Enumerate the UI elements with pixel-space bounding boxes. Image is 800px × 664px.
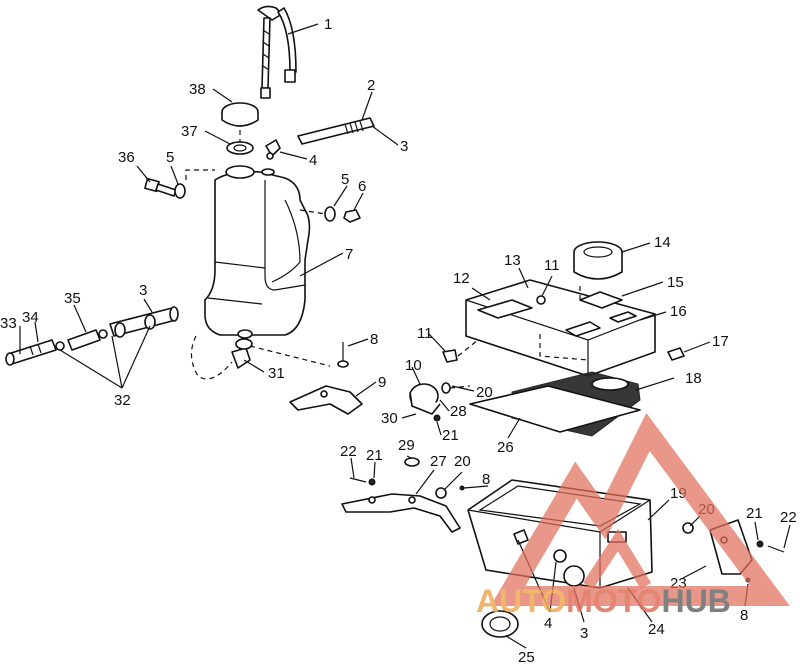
- callout-label: 3: [580, 625, 588, 642]
- watermark-inner-triangle: [582, 528, 652, 590]
- callout-label: 7: [345, 246, 353, 263]
- callout-label: 4: [544, 615, 552, 632]
- callout-label: 24: [648, 621, 665, 638]
- part-gasket: [469, 385, 641, 433]
- callout-label: 21: [746, 505, 763, 522]
- part-clip-17: [667, 347, 685, 361]
- callout-label: 8: [740, 607, 748, 624]
- callout-label: 22: [780, 509, 797, 526]
- callout-label: 38: [189, 81, 206, 98]
- part-grommet: [481, 610, 519, 638]
- callout-label: 8: [482, 471, 490, 488]
- callouts: 1 2 3 38 37 4 36 5 5 6 7 35 3 33 34 32 8…: [0, 16, 797, 664]
- callout-label: 37: [181, 123, 198, 140]
- callout-label: 26: [497, 439, 514, 456]
- callout-label: 1: [324, 16, 332, 33]
- watermark-triangle: [490, 412, 790, 606]
- callout-label: 13: [504, 252, 521, 269]
- callout-label: 9: [378, 374, 386, 391]
- callout-label: 8: [370, 331, 378, 348]
- callout-label: 15: [667, 274, 684, 291]
- callout-label: 17: [712, 333, 729, 350]
- callout-label: 11: [417, 325, 433, 342]
- callout-label: 29: [398, 437, 415, 454]
- part-fitting-11: [442, 349, 458, 363]
- part-dipstick: [257, 5, 297, 99]
- callout-label: 18: [685, 370, 702, 387]
- callout-label: 20: [454, 453, 471, 470]
- part-bracket-9: [289, 385, 363, 415]
- callout-label: 32: [114, 392, 131, 409]
- watermark-logo: AUTOMOTOHUB: [476, 412, 790, 619]
- part-bolt-left: [144, 177, 186, 199]
- callout-label: 5: [341, 171, 349, 188]
- callout-label: 22: [340, 443, 357, 460]
- callout-label: 14: [654, 234, 671, 251]
- part-washer-29: [404, 457, 420, 467]
- watermark-auto: AUTO: [476, 583, 566, 619]
- callout-label: 31: [268, 365, 285, 382]
- callout-label: 4: [309, 152, 317, 169]
- callout-label: 5: [166, 149, 174, 166]
- callout-label: 30: [381, 410, 398, 427]
- callout-label: 33: [0, 315, 17, 332]
- callout-label: 11: [544, 257, 560, 274]
- leader-lines: [19, 23, 791, 649]
- callout-label: 27: [430, 453, 447, 470]
- part-fitting-top: [265, 139, 281, 160]
- assembly-lines: [185, 130, 589, 389]
- callout-label: 21: [442, 427, 459, 444]
- part-elbow-fitting: [231, 338, 253, 369]
- part-bracket-27: [341, 493, 461, 533]
- part-pump: [401, 382, 451, 422]
- callout-label: 10: [405, 357, 422, 374]
- callout-label: 12: [453, 270, 470, 287]
- callout-label: 3: [139, 282, 147, 299]
- callout-label: 2: [367, 77, 375, 94]
- callout-label: 21: [366, 447, 383, 464]
- part-fuel-cap: [221, 102, 259, 155]
- part-breather-hose: [297, 117, 375, 145]
- callout-label: 28: [450, 403, 467, 420]
- svg-text:AUTOMOTOHUB: AUTOMOTOHUB: [476, 583, 731, 619]
- part-filter-element: [573, 241, 623, 309]
- callout-label: 36: [118, 149, 135, 166]
- callout-label: 34: [22, 309, 39, 326]
- callout-label: 35: [64, 290, 81, 307]
- part-screw-top: [337, 342, 349, 368]
- part-washer-nut-right: [324, 206, 361, 223]
- callout-label: 25: [518, 649, 535, 664]
- callout-label: 6: [358, 178, 366, 195]
- part-tank: [204, 165, 311, 339]
- watermark-hub: HUB: [661, 583, 730, 619]
- callout-label: 20: [476, 384, 493, 401]
- part-tray-fittings: [513, 529, 585, 587]
- part-bolts-left: [349, 477, 465, 499]
- callout-label: 3: [400, 138, 408, 155]
- callout-label: 16: [670, 303, 687, 320]
- watermark-moto: MOTO: [566, 583, 661, 619]
